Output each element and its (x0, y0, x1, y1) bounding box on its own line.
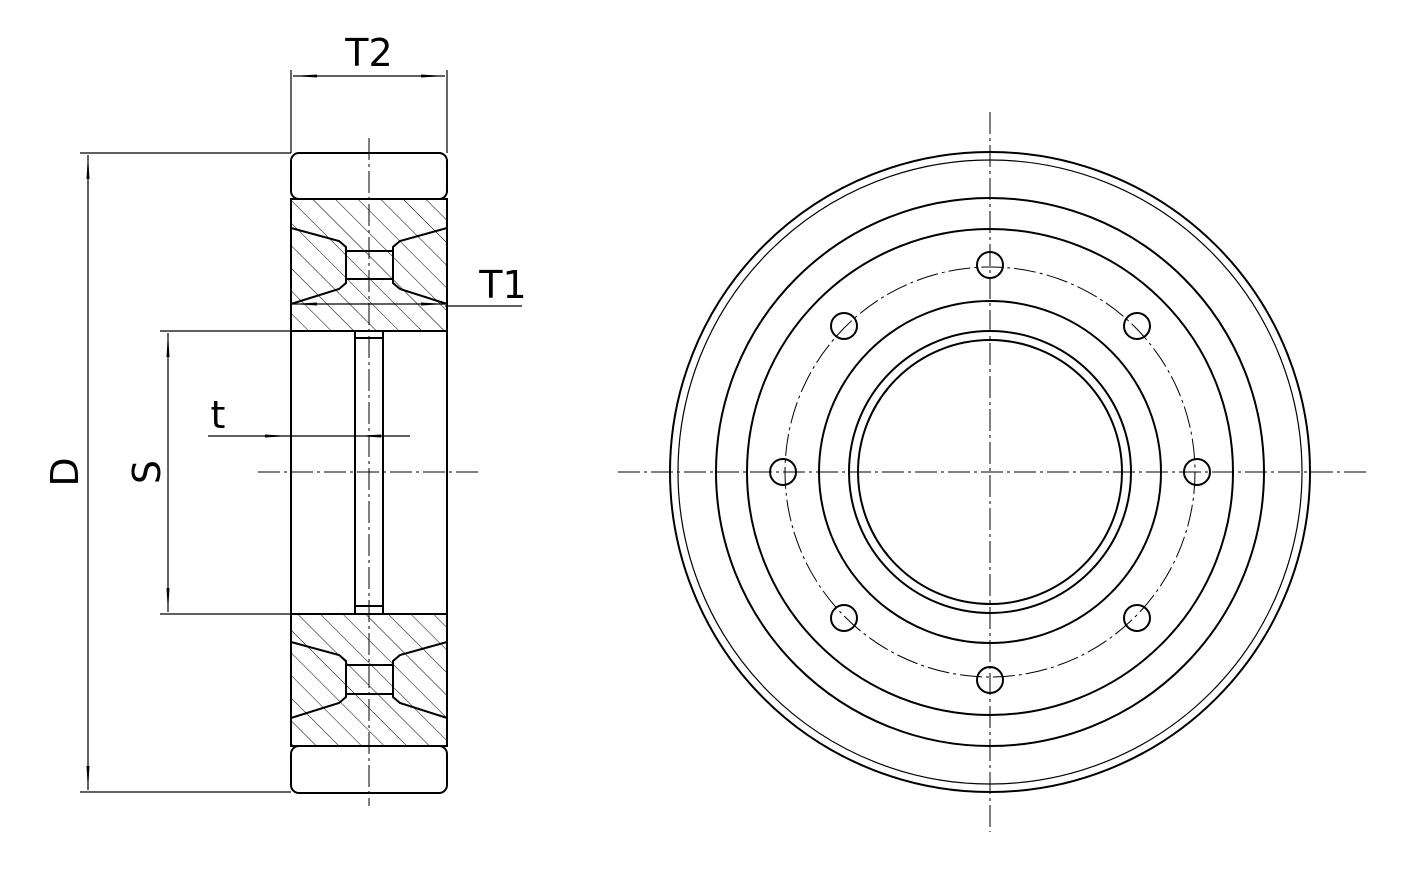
bolt-hole (1123, 312, 1151, 340)
front-view (618, 112, 1366, 832)
dimension-d: D (43, 152, 291, 793)
label-s: S (125, 460, 169, 484)
label-t2: T2 (344, 31, 392, 75)
dimension-t1: T1 (293, 263, 527, 307)
label-t: t (211, 393, 226, 437)
label-t1: T1 (478, 263, 526, 307)
dimension-t: t (208, 393, 410, 438)
bolt-hole (830, 312, 858, 340)
section-view: T2 D S t T1 (43, 31, 527, 806)
bolt-hole (1123, 604, 1151, 632)
label-d: D (43, 457, 87, 486)
dimension-s: S (125, 330, 291, 615)
dimension-t2: T2 (290, 31, 448, 153)
bolt-hole (830, 604, 858, 632)
